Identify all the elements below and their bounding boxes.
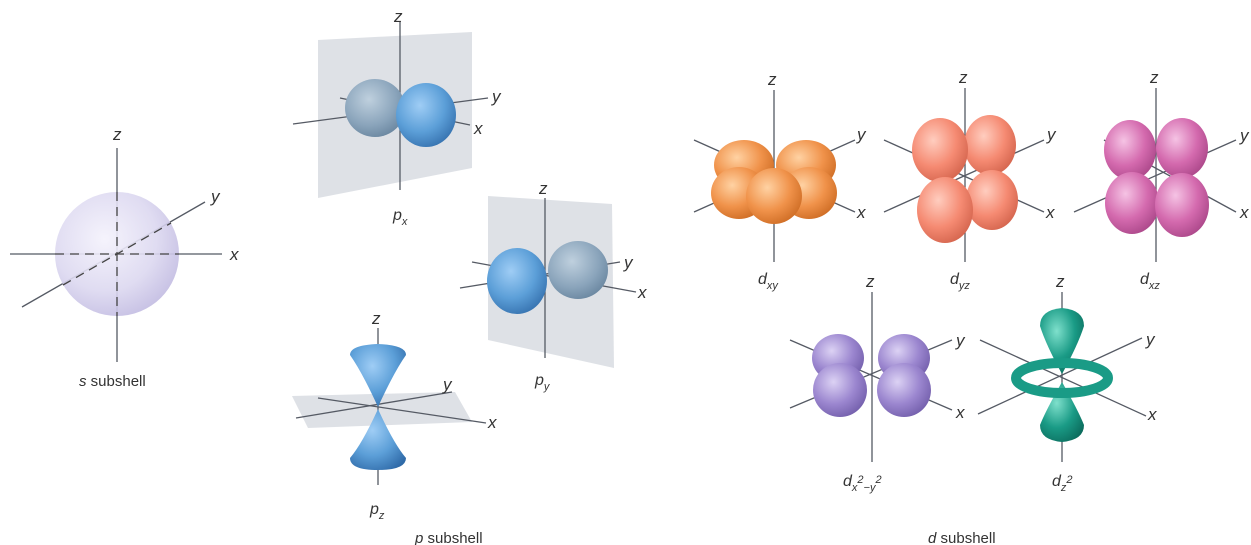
dyz-lower-left-lobe xyxy=(917,177,973,243)
y-axis-label: y xyxy=(442,375,453,394)
dxz-label: dxz xyxy=(1140,271,1160,292)
x-axis-label: x xyxy=(229,245,239,264)
dyz-upper-front-lobe xyxy=(912,118,968,182)
z-axis-label: z xyxy=(767,70,777,89)
y-axis-label: y xyxy=(491,87,502,106)
px-front-lobe xyxy=(396,83,456,147)
py-orbital-diagram: z y x py xyxy=(459,179,647,393)
dxz-lower-left-lobe xyxy=(1105,172,1159,234)
z-axis-label: z xyxy=(1055,272,1065,291)
px-orbital-diagram: z y x px xyxy=(292,7,502,228)
z-axis-label: z xyxy=(1149,68,1159,87)
dz2-torus xyxy=(1011,358,1113,398)
p-subshell-caption: p subshell xyxy=(414,530,483,545)
dx2y2-left-front-lobe xyxy=(813,363,867,417)
s-subshell-caption: s subshell xyxy=(79,373,146,390)
y-axis-line xyxy=(295,391,453,419)
dxz-upper-left-lobe xyxy=(1104,120,1156,180)
z-axis-label: z xyxy=(865,272,875,291)
y-axis-label: y xyxy=(1145,330,1156,349)
x-axis-label: x xyxy=(487,413,497,432)
dx2y2-right-front-lobe xyxy=(877,363,931,417)
y-axis-label: y xyxy=(1046,125,1057,144)
x-axis-label: x xyxy=(955,403,965,422)
dxy-center-lobe xyxy=(746,168,802,224)
y-axis-label: y xyxy=(623,253,634,272)
z-axis-label: z xyxy=(112,125,122,144)
dxz-orbital-diagram: z y x dxz xyxy=(1073,68,1250,292)
dxy-label: dxy xyxy=(758,271,779,292)
s-orbital-diagram: z y x s subshell xyxy=(10,125,239,390)
y-axis-label: y xyxy=(955,331,966,350)
z-axis-label: z xyxy=(538,179,548,198)
dxz-upper-right-lobe xyxy=(1156,118,1208,178)
z-axis-label: z xyxy=(958,68,968,87)
y-axis-label: y xyxy=(1239,126,1250,145)
py-label: py xyxy=(534,372,551,393)
dz2-orbital-diagram: z y x dz2 xyxy=(977,272,1157,494)
dz2-upper-lobe xyxy=(1040,308,1084,374)
x-axis-line xyxy=(979,339,1147,417)
d-subshell-caption: d subshell xyxy=(928,530,996,545)
pz-orbital-diagram: z y x pz xyxy=(292,309,497,522)
dx2y2-label: dx2−y2 xyxy=(843,473,882,494)
x-axis-label: x xyxy=(1147,405,1157,424)
dz2-lower-lobe xyxy=(1040,382,1084,442)
dz2-label: dz2 xyxy=(1052,473,1073,494)
x-axis-label: x xyxy=(1239,203,1249,222)
y-axis-line xyxy=(1073,139,1237,213)
dyz-label: dyz xyxy=(950,271,970,292)
pz-upper-lobe xyxy=(350,344,406,407)
x-axis-line xyxy=(317,397,487,424)
dyz-lower-right-lobe xyxy=(966,170,1018,230)
dxy-orbital-diagram: z y x dxy xyxy=(693,70,867,292)
dyz-upper-back-lobe xyxy=(964,115,1016,175)
pz-lower-lobe xyxy=(350,409,406,470)
y-axis-label: y xyxy=(856,125,867,144)
x-axis-label: x xyxy=(637,283,647,302)
x-axis-label: x xyxy=(473,119,483,138)
px-back-lobe xyxy=(345,79,405,137)
py-back-lobe xyxy=(548,241,608,299)
y-axis-hidden xyxy=(62,222,172,286)
py-front-lobe xyxy=(487,248,547,314)
dxz-lower-right-lobe xyxy=(1155,173,1209,237)
dyz-orbital-diagram: z y x dyz xyxy=(883,68,1057,292)
pz-label: pz xyxy=(369,501,385,522)
y-axis-label: y xyxy=(210,187,221,206)
x-axis-label: x xyxy=(856,203,866,222)
px-label: px xyxy=(392,207,408,228)
x-axis-label: x xyxy=(1045,203,1055,222)
dx2y2-orbital-diagram: z y x dx2−y2 xyxy=(789,272,966,494)
z-axis-label: z xyxy=(393,7,403,26)
z-axis-label: z xyxy=(371,309,381,328)
